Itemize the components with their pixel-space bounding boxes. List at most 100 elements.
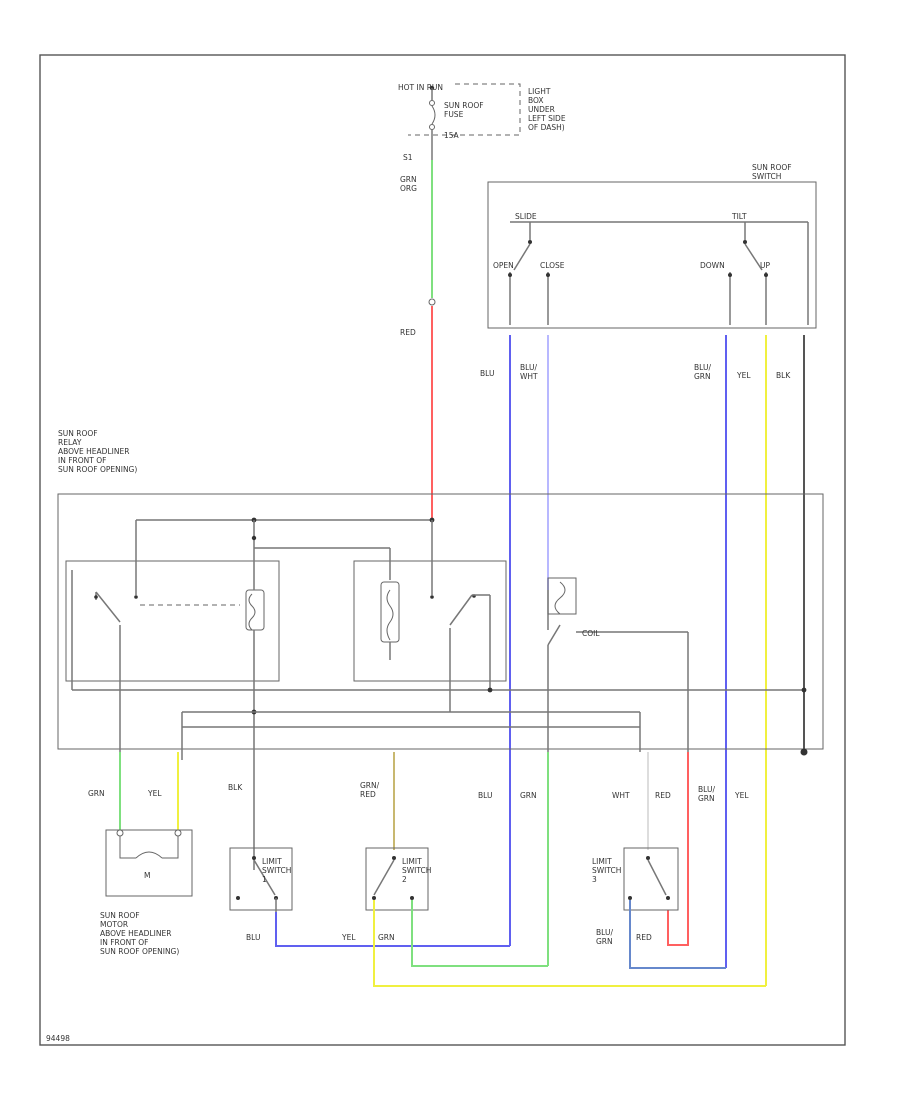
label-line: WHT xyxy=(520,372,538,381)
label-line: SWITCH xyxy=(592,866,621,875)
wire-grn-bottom-loop xyxy=(411,900,548,967)
label-line: OF DASH) xyxy=(528,123,565,132)
label-line: 2 xyxy=(402,875,407,884)
label-line: RELAY xyxy=(58,438,82,447)
limit-switch-2-box xyxy=(365,847,429,911)
label-line: SUN ROOF OPENING) xyxy=(58,465,137,474)
bottom-yel-label: YEL xyxy=(341,933,356,942)
sunroof-relay-box xyxy=(57,493,824,750)
hot-in-run-label: HOT IN RUN xyxy=(398,83,443,92)
label-line: ABOVE HEADLINER xyxy=(58,447,129,456)
label-line: LIMIT xyxy=(262,857,282,866)
diagram-frame xyxy=(39,54,846,1046)
label-line: UNDER xyxy=(528,105,555,114)
label-line: SWITCH xyxy=(262,866,291,875)
switch-close-label: CLOSE xyxy=(540,261,565,270)
wire-yel-motor-label: YEL xyxy=(147,789,162,798)
motor-m-label: M xyxy=(144,871,150,880)
bottom-blu-grn-label: BLU/GRN xyxy=(596,928,613,946)
wire-blu-grn-label: BLU/GRN xyxy=(694,363,711,381)
label-line: SUN ROOF xyxy=(100,911,140,920)
label-line: ABOVE HEADLINER xyxy=(100,929,171,938)
switch-open-label: OPEN xyxy=(493,261,514,270)
sunroof-motor-box xyxy=(105,829,193,897)
wire-grn-motor-label: GRN xyxy=(88,789,105,798)
label-line: SWITCH xyxy=(752,172,781,181)
limit-switch-2-internals xyxy=(372,856,414,900)
label-line: LIMIT xyxy=(592,857,612,866)
wire-yel-mid-label: YEL xyxy=(734,791,749,800)
label-line: LEFT SIDE xyxy=(528,114,566,123)
label-line: LIMIT xyxy=(402,857,422,866)
footer-code: 94498 xyxy=(46,1034,70,1043)
label-line: SWITCH xyxy=(402,866,431,875)
switch-internals xyxy=(508,221,809,325)
label-line: GRN/ xyxy=(360,781,380,790)
wire-blk-label: BLK xyxy=(776,371,791,380)
label-line: SUN ROOF xyxy=(752,163,792,172)
motor-internals xyxy=(116,829,182,859)
label-line: GRN xyxy=(694,372,711,381)
limit-switch-3-box xyxy=(623,847,679,911)
limit-switch-1-box xyxy=(229,847,293,911)
label-line: SUN ROOF xyxy=(58,429,98,438)
wire-blu-label: BLU xyxy=(480,369,494,378)
relay-left-section xyxy=(65,560,280,682)
bottom-red-label: RED xyxy=(636,933,652,942)
wire-yel-label: YEL xyxy=(736,371,751,380)
wire-blu-grn-bottom-loop xyxy=(629,900,726,969)
wire-red-ls3 xyxy=(667,752,689,946)
label-line: BLU/ xyxy=(520,363,537,372)
label-line: GRN xyxy=(400,175,417,184)
limit-switch-1-internals xyxy=(236,856,278,912)
label-line: 3 xyxy=(592,875,597,884)
wire-blk-ls1-label: BLK xyxy=(228,783,243,792)
label-line: BOX xyxy=(528,96,544,105)
relay-internals xyxy=(71,517,808,870)
sunroof-switch-box xyxy=(487,181,817,329)
wire-yel-bottom-loop xyxy=(373,900,766,987)
label-line: SUN ROOF xyxy=(444,101,484,110)
label-line: LIGHT xyxy=(528,87,551,96)
label-line: IN FRONT OF xyxy=(58,456,106,465)
label-line: BLU/ xyxy=(596,928,613,937)
limit-switch-3-internals xyxy=(628,856,670,900)
label-line: GRN xyxy=(698,794,715,803)
switch-tilt-label: TILT xyxy=(731,212,747,221)
label-line: GRN xyxy=(596,937,613,946)
label-line: BLU/ xyxy=(694,363,711,372)
fuse-number-label: S1 xyxy=(403,153,413,162)
wire-wht-label: WHT xyxy=(612,791,630,800)
label-line: IN FRONT OF xyxy=(100,938,148,947)
wire-blu-bottom-loop xyxy=(275,912,510,947)
label-line: RED xyxy=(360,790,376,799)
label-line: SUN ROOF OPENING) xyxy=(100,947,179,956)
label-line: ORG xyxy=(400,184,417,193)
connector-c1 xyxy=(428,298,436,306)
fuse-amp-label: 15A xyxy=(444,131,460,140)
bottom-blu-label: BLU xyxy=(246,933,260,942)
fuse-area xyxy=(408,83,521,160)
wire-blu-mid-label: BLU xyxy=(478,791,492,800)
wire-blu-wht-label: BLU/WHT xyxy=(520,363,538,381)
label-line: FUSE xyxy=(444,110,464,119)
relay-right-section xyxy=(353,560,507,682)
label-line: BLU/ xyxy=(698,785,715,794)
label-line: 1 xyxy=(262,875,267,884)
label-line: MOTOR xyxy=(100,920,128,929)
wire-blu-grn-mid-label: BLU/GRN xyxy=(698,785,715,803)
coil-label: COIL xyxy=(582,629,600,638)
switch-slide-label: SLIDE xyxy=(515,212,537,221)
wire-red-label: RED xyxy=(400,328,416,337)
wire-grn-red-label: GRN/RED xyxy=(360,781,380,799)
bottom-grn-label: GRN xyxy=(378,933,395,942)
switch-down-label: DOWN xyxy=(700,261,725,270)
